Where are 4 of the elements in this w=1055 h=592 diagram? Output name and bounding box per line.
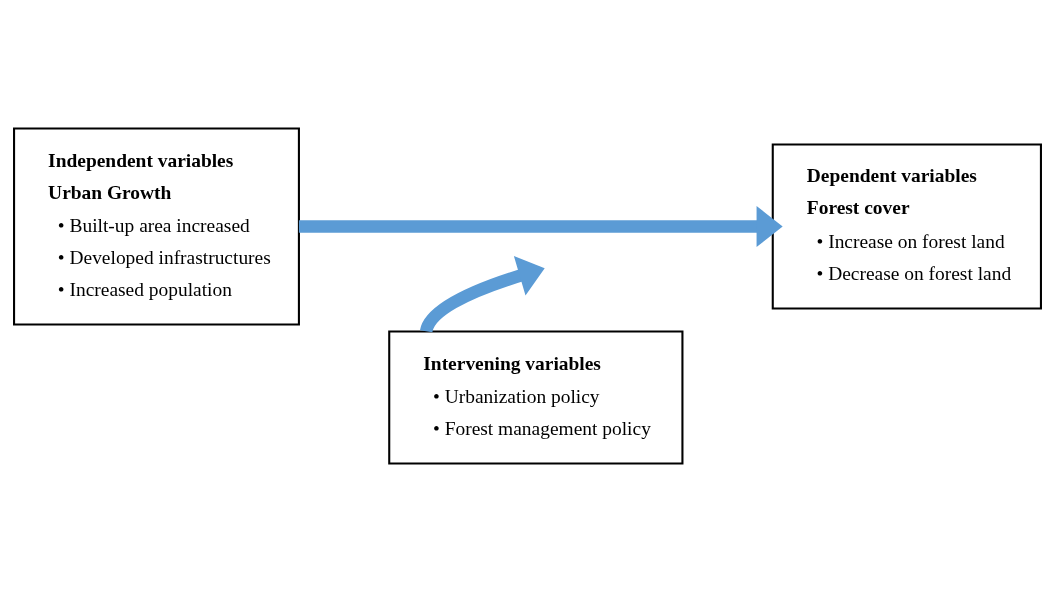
arrow xyxy=(298,206,783,248)
node-box: Dependent variables Forest cover • Increase on forest land • Decrease on forest land xyxy=(771,143,1042,310)
node-box: Intervening variables • Urbanization policy • Forest management policy xyxy=(388,330,684,465)
node-box: Independent variables Urban Growth • Built-up area increased • Developed infrastructures • Increased population xyxy=(13,127,300,326)
